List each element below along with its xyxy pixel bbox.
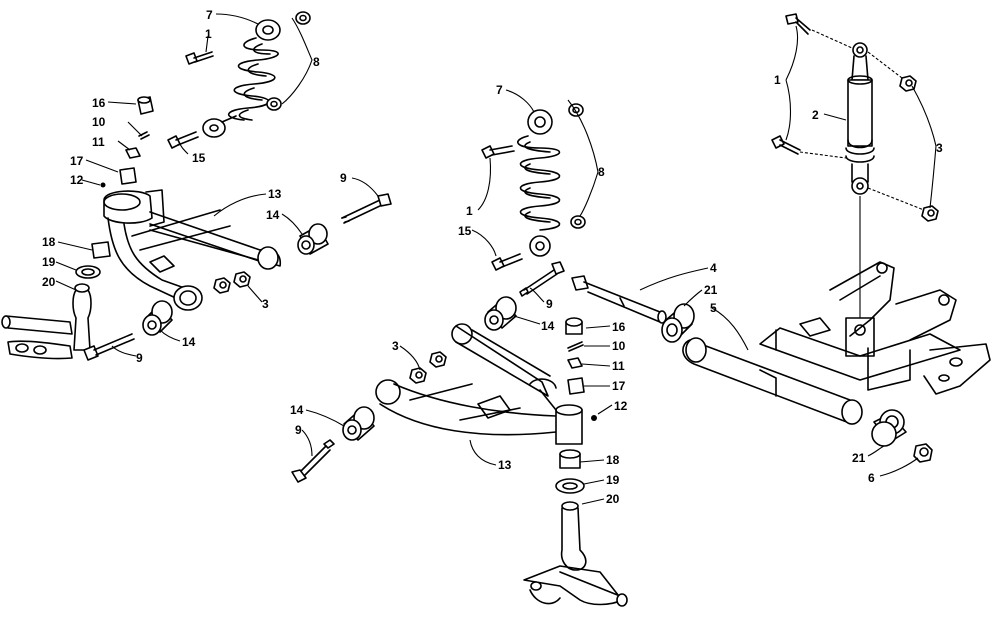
callout-17-center: 17 — [612, 379, 626, 393]
callout-14-center: 14 — [541, 319, 555, 333]
callout-18-left: 18 — [42, 235, 56, 249]
center-bolt-15 — [491, 253, 523, 271]
callout-9-left-top: 9 — [340, 171, 347, 185]
left-nuts-3 — [213, 271, 251, 294]
callout-1-right: 1 — [774, 73, 781, 87]
callout-11-center: 11 — [612, 359, 625, 373]
callout-7-left: 7 — [206, 8, 213, 22]
center-bolt-9-upper — [519, 261, 565, 297]
callout-21-bottom: 21 — [852, 451, 866, 465]
callout-20-center: 20 — [606, 492, 620, 506]
callout-7-center: 7 — [496, 83, 503, 97]
callout-12-left: 12 — [70, 173, 84, 187]
left-bolt-9-top — [341, 193, 392, 224]
left-spindle-assembly — [1, 241, 111, 360]
center-bushings-8 — [568, 103, 586, 229]
callout-18-center: 18 — [606, 453, 620, 467]
center-shock-absorber — [517, 109, 561, 257]
callout-9-center-bottom: 9 — [295, 423, 302, 437]
left-ball-joint-parts — [100, 96, 154, 188]
callout-13-left: 13 — [268, 187, 282, 201]
callout-13-center: 13 — [498, 458, 512, 472]
callout-labels: 7 1 8 16 10 11 15 17 12 13 9 14 18 19 20… — [42, 8, 943, 506]
left-shock-absorber — [202, 19, 281, 138]
callout-14-left-bottom: 14 — [182, 335, 196, 349]
callout-9-left-bottom: 9 — [136, 351, 143, 365]
left-bushing-14-top — [297, 223, 329, 255]
callout-19-left: 19 — [42, 255, 56, 269]
callout-5: 5 — [710, 301, 717, 315]
center-spindle-assembly — [523, 449, 628, 607]
callout-14-left-top: 14 — [266, 208, 280, 222]
callout-1-center: 1 — [466, 204, 473, 218]
left-bushing-14-bottom — [142, 300, 173, 336]
left-control-arm-13 — [103, 189, 282, 311]
left-bushings-8 — [266, 11, 311, 111]
callout-16-left: 16 — [92, 96, 106, 110]
callout-10-center: 10 — [612, 339, 626, 353]
center-nuts-3 — [409, 351, 447, 384]
center-control-arm-13 — [375, 323, 583, 445]
callout-2: 2 — [812, 108, 819, 122]
left-bolt-1 — [185, 51, 214, 65]
callout-19-center: 19 — [606, 473, 620, 487]
center-assembly — [291, 103, 628, 607]
right-bushing-21-bottom — [871, 409, 907, 447]
callout-16-center: 16 — [612, 320, 626, 334]
right-frame-5 — [682, 261, 991, 425]
callout-9-center: 9 — [546, 297, 553, 311]
callout-15-left: 15 — [192, 151, 206, 165]
callout-4: 4 — [710, 261, 717, 275]
right-nut-6 — [913, 443, 933, 463]
callout-6: 6 — [868, 471, 875, 485]
callout-21-top: 21 — [704, 283, 718, 297]
left-bolt-15 — [167, 131, 199, 149]
callout-3-right: 3 — [936, 141, 943, 155]
callout-1-left: 1 — [205, 27, 212, 41]
callout-20-left: 20 — [42, 275, 56, 289]
leader-lines — [55, 13, 937, 505]
callout-3-center: 3 — [392, 339, 399, 353]
callout-17-left: 17 — [70, 154, 84, 168]
right-shock-absorber-2 — [845, 42, 875, 195]
callout-15-center: 15 — [458, 224, 472, 238]
callout-11-left: 11 — [92, 135, 105, 149]
callout-8-center: 8 — [598, 165, 605, 179]
callout-12-center: 12 — [614, 399, 628, 413]
callout-14-center-bottom: 14 — [290, 403, 304, 417]
center-bushing-14-bottom — [342, 406, 375, 441]
callout-10-left: 10 — [92, 115, 106, 129]
right-shaft-4 — [571, 275, 667, 324]
left-assembly — [1, 11, 392, 361]
callout-8-left: 8 — [313, 55, 320, 69]
left-bolt-9-bottom — [83, 333, 135, 361]
center-ball-joint-parts — [565, 317, 597, 421]
right-assembly — [571, 13, 991, 463]
center-bolt-9-bottom — [291, 439, 335, 483]
right-bolts-1 — [771, 13, 811, 155]
center-bushing-14-top — [484, 296, 517, 331]
right-nuts-3 — [899, 75, 939, 222]
callout-3-left: 3 — [262, 297, 269, 311]
right-bushing-21-top — [661, 303, 695, 343]
center-bolt-1 — [481, 145, 515, 159]
